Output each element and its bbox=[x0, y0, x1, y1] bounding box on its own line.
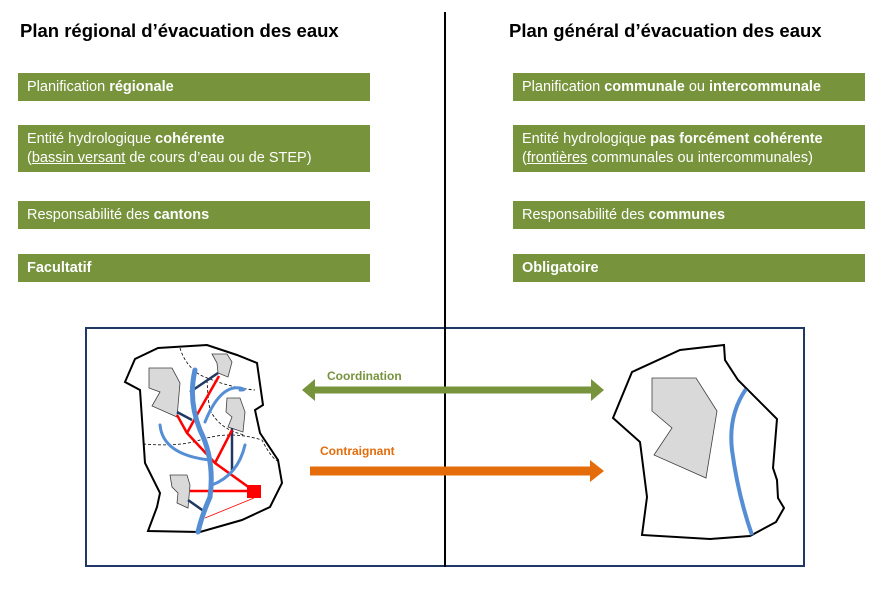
right-title: Plan général d’évacuation des eaux bbox=[509, 20, 822, 41]
settlement bbox=[651, 377, 718, 479]
constraining-arrow bbox=[310, 460, 604, 482]
regional-map bbox=[123, 343, 284, 535]
divider-line bbox=[444, 12, 446, 567]
pipe-lines bbox=[175, 375, 255, 519]
coordination-arrow bbox=[302, 379, 604, 401]
settlements bbox=[148, 353, 246, 509]
right-box-responsibility: Responsabilité des communes bbox=[513, 201, 865, 229]
left-box-responsibility: Responsabilité des cantons bbox=[18, 201, 370, 229]
constraining-label: Contraignant bbox=[320, 444, 395, 458]
communal-map bbox=[611, 343, 786, 541]
right-box-mandatory: Obligatoire bbox=[513, 254, 865, 282]
left-box-planning: Planification régionale bbox=[18, 73, 370, 101]
right-box-planning: Planification communale ou intercommunal… bbox=[513, 73, 865, 101]
river bbox=[729, 387, 754, 536]
treatment-plant-square bbox=[247, 485, 261, 498]
rivers bbox=[158, 367, 247, 535]
right-box-entity: Entité hydrologique pas forcément cohére… bbox=[513, 125, 865, 172]
left-title: Plan régional d’évacuation des eaux bbox=[20, 20, 339, 41]
left-box-optional: Facultatif bbox=[18, 254, 370, 282]
left-box-entity: Entité hydrologique cohérente(bassin ver… bbox=[18, 125, 370, 172]
coordination-label: Coordination bbox=[327, 369, 402, 383]
